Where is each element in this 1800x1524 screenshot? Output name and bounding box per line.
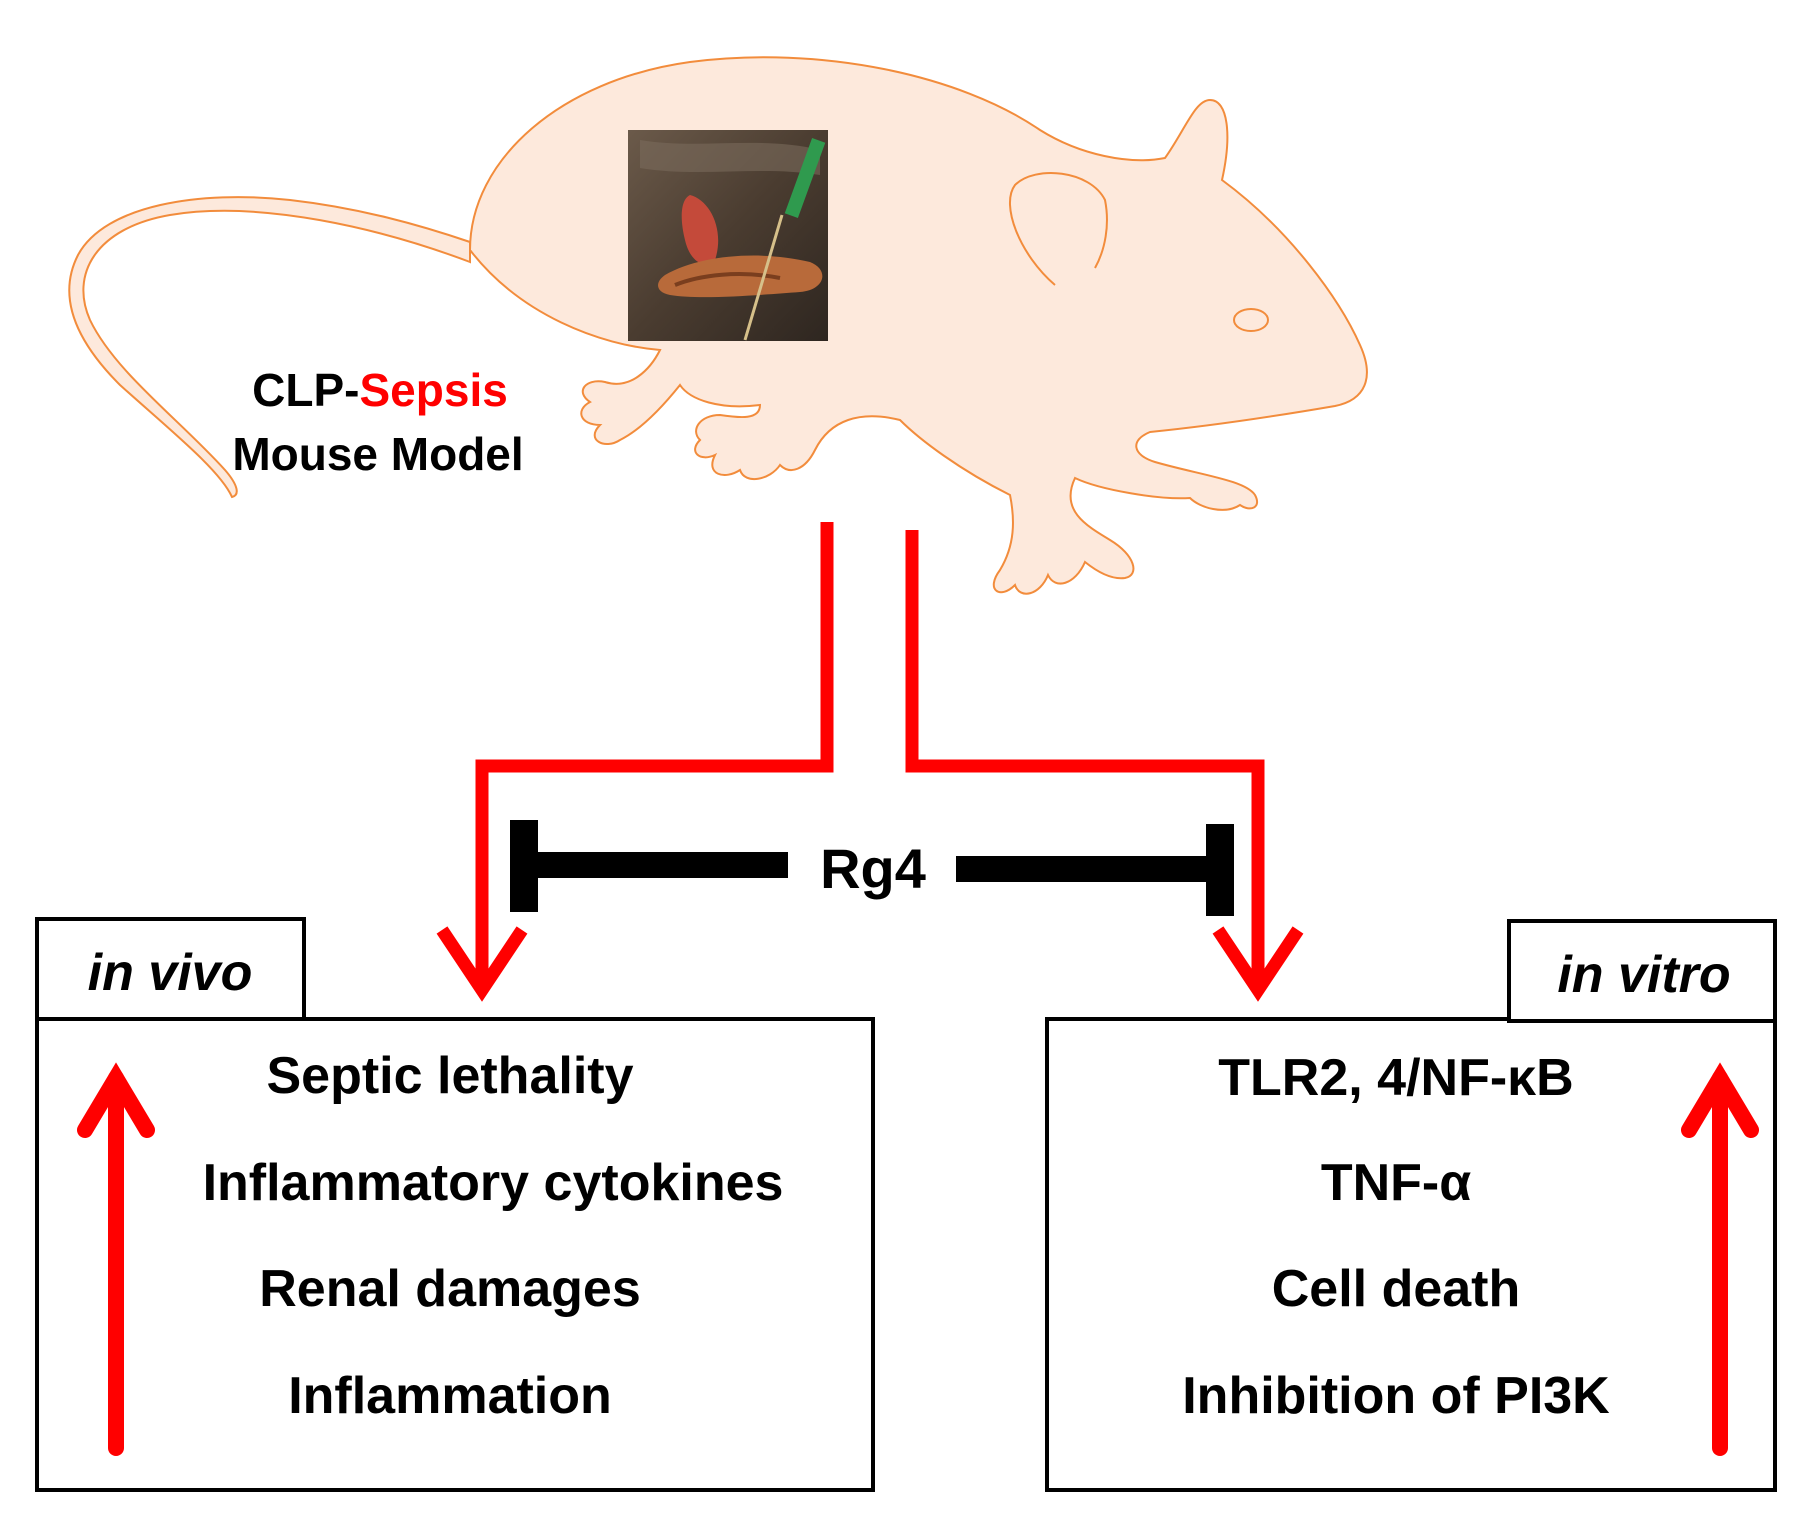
in-vitro-item: TNF-α xyxy=(1321,1154,1471,1212)
in-vitro-panel: in vitro TLR2, 4/NF-κB TNF-α Cell death … xyxy=(1045,919,1777,1492)
in-vitro-tab-label: in vitro xyxy=(1557,946,1730,1004)
in-vitro-up-arrow xyxy=(1681,1062,1759,1456)
model-label-prefix: CLP- xyxy=(252,364,359,416)
rg4-inhibition-right xyxy=(956,824,1234,916)
in-vivo-item: Renal damages xyxy=(259,1260,641,1318)
in-vivo-tab-label: in vivo xyxy=(88,944,253,1002)
rg4-inhibition-left xyxy=(510,820,788,912)
in-vivo-box xyxy=(35,1017,875,1492)
in-vitro-item: Inhibition of PI3K xyxy=(1182,1367,1610,1425)
left-red-arrow xyxy=(436,522,834,1002)
in-vitro-box xyxy=(1045,1017,1777,1492)
in-vitro-tab xyxy=(1507,919,1777,1023)
in-vitro-item: Cell death xyxy=(1272,1260,1521,1318)
model-label-line2: Mouse Model xyxy=(232,428,523,480)
model-label-line1: CLP-Sepsis xyxy=(252,364,508,416)
in-vivo-item: Inflammation xyxy=(288,1367,612,1425)
in-vivo-panel: in vivo Septic lethality Inflammatory cy… xyxy=(35,917,875,1492)
in-vitro-item: TLR2, 4/NF-κB xyxy=(1218,1049,1573,1107)
model-label-sepsis: Sepsis xyxy=(360,364,508,416)
rg4-label: Rg4 xyxy=(820,837,926,900)
cecal-ligation-photo-icon xyxy=(628,130,828,341)
in-vivo-up-arrow xyxy=(77,1062,155,1456)
in-vivo-item: Septic lethality xyxy=(267,1047,634,1105)
in-vivo-item: Inflammatory cytokines xyxy=(203,1154,784,1212)
right-red-arrow xyxy=(905,530,1304,1002)
